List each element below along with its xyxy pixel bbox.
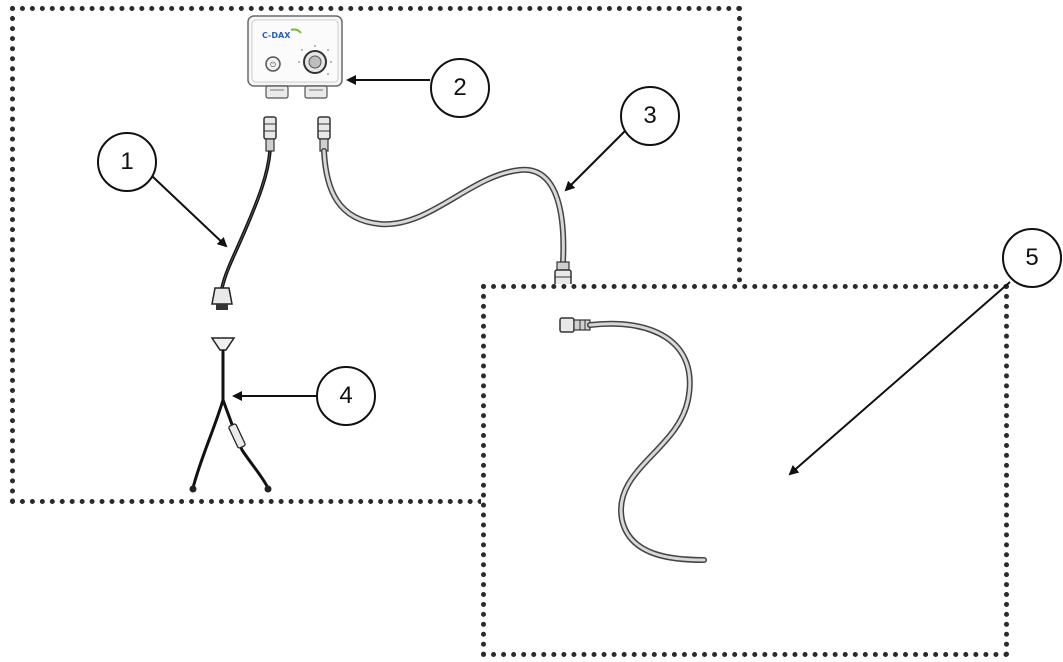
cable-5-detail-cable (559, 317, 707, 563)
main-assembly-frame (10, 6, 742, 504)
callout-1: 1 (97, 132, 157, 192)
port-left (265, 85, 289, 99)
port-right (304, 85, 328, 99)
cable-1-power-lead (211, 116, 277, 310)
callout-4: 4 (316, 366, 376, 426)
detail-frame (481, 284, 1009, 657)
callout-3: 3 (620, 86, 680, 146)
power-button-icon (265, 56, 281, 72)
cable-4-y-splitter (189, 337, 272, 493)
device-brand-logo: C-DAX (262, 31, 291, 40)
callout-2: 2 (430, 58, 490, 118)
leader-arrow-5 (788, 281, 1011, 476)
leader-arrow-1 (151, 175, 228, 248)
svg-text:⏻: ⏻ (270, 61, 276, 69)
cable-3-extension (317, 116, 572, 287)
leader-arrow-3 (564, 127, 629, 192)
controller-device: C-DAX ⏻ (247, 15, 343, 99)
callout-5: 5 (1002, 228, 1062, 288)
